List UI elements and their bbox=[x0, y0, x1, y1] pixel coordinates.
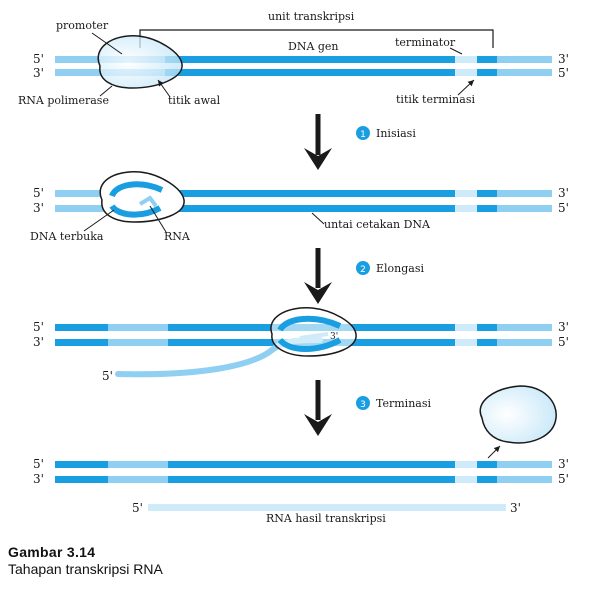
transcription-diagram: unit transkripsi promoter DNA gen termin… bbox=[18, 10, 569, 525]
dna-bottom-strand bbox=[55, 69, 552, 76]
step-number-2: 2 bbox=[360, 265, 366, 275]
end-5-bottom-right: 5' bbox=[558, 66, 569, 80]
end-3-bottom: 3' bbox=[33, 335, 44, 349]
step-badge-2 bbox=[356, 261, 370, 275]
dna-bottom-terminator-region bbox=[455, 339, 477, 346]
rna-final-5-end: 5' bbox=[132, 501, 143, 515]
down-arrow-1-head bbox=[304, 148, 332, 170]
label-rna-polimerase: RNA polimerase bbox=[18, 94, 109, 107]
dna-bottom-strand bbox=[55, 205, 552, 212]
pointer-titik-terminasi bbox=[457, 79, 475, 96]
dna-bottom-promoter-region bbox=[108, 339, 168, 346]
step-label-2: Elongasi bbox=[376, 262, 424, 275]
end-3-top-right: 3' bbox=[558, 186, 569, 200]
step-label-3: Terminasi bbox=[376, 397, 431, 410]
label-titik-awal: titik awal bbox=[168, 94, 221, 107]
dna-bottom-terminator-region bbox=[455, 69, 477, 76]
end-3-bottom: 3' bbox=[33, 201, 44, 215]
pointer-rna-polimerase bbox=[99, 85, 113, 97]
dna-top-promoter-region bbox=[108, 461, 168, 468]
dna-top-terminator-region bbox=[455, 56, 477, 63]
dna-top-post-region bbox=[497, 190, 552, 197]
end-5-top: 5' bbox=[33, 320, 44, 334]
end-5-bottom-right: 5' bbox=[558, 472, 569, 486]
rna-transcript-final bbox=[148, 504, 506, 511]
figure-caption: Gambar 3.14 Tahapan transkripsi RNA bbox=[8, 544, 163, 577]
pointer-dna-terbuka bbox=[83, 209, 115, 232]
dna-bottom-terminator-region bbox=[455, 205, 477, 212]
dna-bottom-post-region bbox=[497, 339, 552, 346]
stage-elongation: 3' 5' 3' 3' 5' 5' bbox=[33, 307, 569, 383]
end-3-bottom: 3' bbox=[33, 472, 44, 486]
label-terminator: terminator bbox=[395, 36, 456, 49]
pointer-untai-cetakan bbox=[311, 212, 325, 225]
step-number-3: 3 bbox=[360, 400, 366, 410]
dna-bottom-post-region bbox=[497, 69, 552, 76]
end-3-top-right: 3' bbox=[558, 457, 569, 471]
step-label-1: Inisiasi bbox=[376, 127, 416, 140]
dna-top-post-region bbox=[497, 56, 552, 63]
dna-top-terminator-region bbox=[455, 190, 477, 197]
dna-top-post-region bbox=[497, 461, 552, 468]
stage-termination: 5' 3' 3' 5' 5' 3' RNA hasil transkripsi bbox=[33, 385, 569, 525]
dna-top-terminator-region bbox=[455, 324, 477, 331]
down-arrow-3-head bbox=[304, 414, 332, 436]
stage-initial: unit transkripsi promoter DNA gen termin… bbox=[18, 10, 569, 107]
label-dna-gen: DNA gen bbox=[288, 40, 339, 53]
step-number-1: 1 bbox=[360, 130, 366, 140]
step-3: 3 Terminasi bbox=[304, 380, 431, 436]
label-rna-hasil: RNA hasil transkripsi bbox=[266, 512, 386, 525]
dna-top-post-region bbox=[497, 324, 552, 331]
dna-bottom-post-region bbox=[497, 476, 552, 483]
pointer-terminator bbox=[449, 47, 463, 55]
end-3-top-right: 3' bbox=[558, 52, 569, 66]
pointer-titik-awal bbox=[157, 79, 171, 98]
dna-bottom-promoter-region bbox=[108, 476, 168, 483]
end-5-top: 5' bbox=[33, 52, 44, 66]
dna-top-promoter-region bbox=[108, 324, 168, 331]
open-dna-bubble bbox=[109, 181, 164, 218]
dna-bottom-strand bbox=[55, 476, 552, 483]
rna-polymerase-shape bbox=[97, 35, 183, 89]
dna-top-terminator-region bbox=[455, 461, 477, 468]
pointer-promoter bbox=[91, 32, 123, 55]
dna-top-strand bbox=[55, 461, 552, 468]
label-unit-transkripsi: unit transkripsi bbox=[268, 10, 355, 23]
rna-final-3-end: 3' bbox=[510, 501, 521, 515]
released-polymerase bbox=[479, 385, 557, 444]
rna-5-end-label: 5' bbox=[102, 369, 113, 383]
label-dna-terbuka: DNA terbuka bbox=[30, 230, 104, 243]
end-3-top-right: 3' bbox=[558, 320, 569, 334]
rna-primer bbox=[138, 195, 158, 208]
stage-initiation: 5' 3' 3' 5' DNA terbuka RNA untai cetaka… bbox=[30, 171, 569, 243]
release-arrow bbox=[487, 445, 501, 459]
pointer-rna bbox=[149, 205, 167, 233]
dna-top-strand bbox=[55, 190, 552, 197]
step-2: 2 Elongasi bbox=[304, 248, 424, 304]
rna-in-polymerase bbox=[299, 332, 329, 340]
end-3-bottom: 3' bbox=[33, 66, 44, 80]
dna-bottom-post-region bbox=[497, 205, 552, 212]
end-5-top: 5' bbox=[33, 457, 44, 471]
step-1: 1 Inisiasi bbox=[304, 114, 416, 170]
end-5-top: 5' bbox=[33, 186, 44, 200]
step-badge-1 bbox=[356, 126, 370, 140]
dna-bottom-terminator-region bbox=[455, 476, 477, 483]
label-untai-cetakan: untai cetakan DNA bbox=[324, 218, 431, 231]
down-arrow-2-head bbox=[304, 282, 332, 304]
figure-number: Gambar 3.14 bbox=[8, 544, 96, 560]
end-5-bottom-right: 5' bbox=[558, 335, 569, 349]
dna-top-strand bbox=[55, 56, 552, 63]
label-promoter: promoter bbox=[56, 19, 109, 32]
label-titik-terminasi: titik terminasi bbox=[396, 93, 475, 106]
step-badge-3 bbox=[356, 396, 370, 410]
end-5-bottom-right: 5' bbox=[558, 201, 569, 215]
figure-title: Tahapan transkripsi RNA bbox=[8, 561, 163, 577]
label-rna: RNA bbox=[164, 230, 191, 243]
rna-3-end-label: 3' bbox=[330, 332, 338, 342]
open-dna-bubble bbox=[277, 315, 342, 352]
